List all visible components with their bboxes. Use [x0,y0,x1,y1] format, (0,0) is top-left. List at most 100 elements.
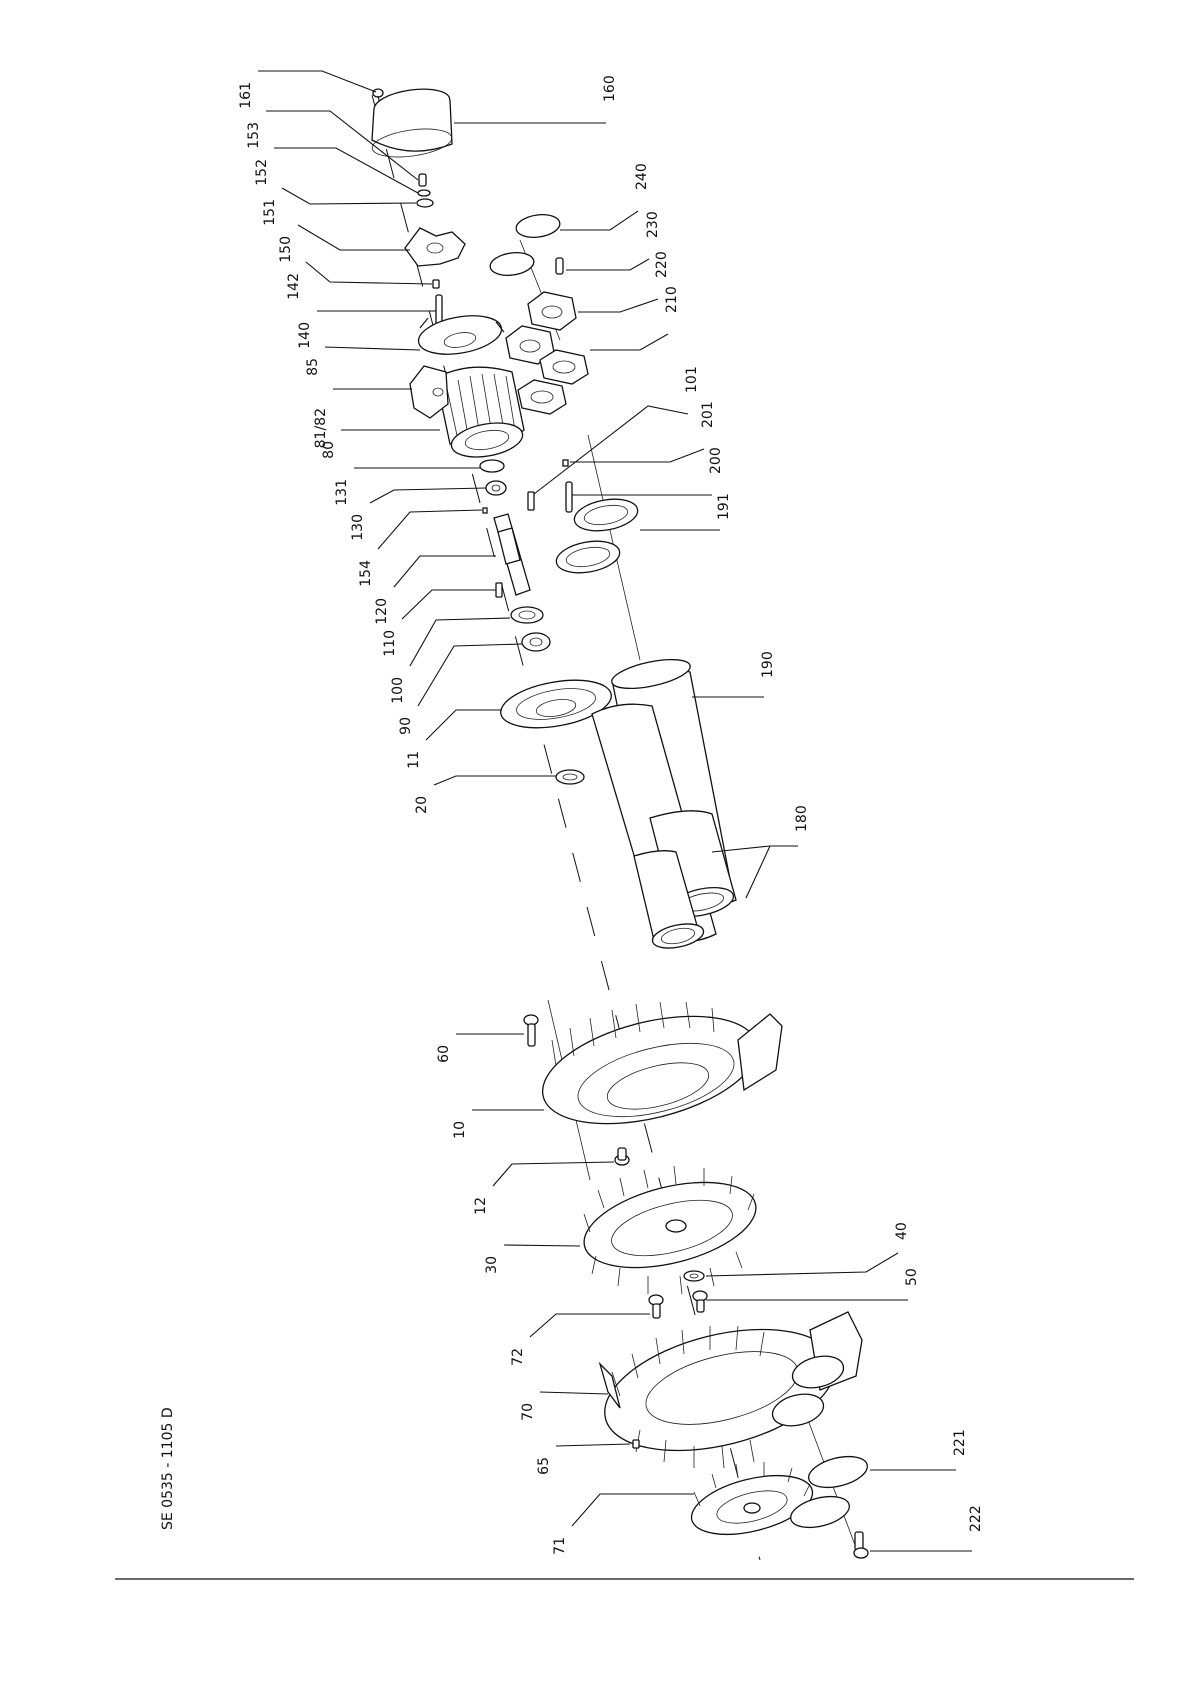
callout-222: 222 [870,1505,984,1551]
callout-leader-line [560,211,638,230]
callout-leader-line [540,1392,608,1394]
callout-110: 110 [382,590,496,657]
callout-160: 160 [454,75,618,123]
callout-label: 85 [305,358,321,376]
callout-label: 50 [904,1268,920,1286]
callout-label: 152 [254,159,270,186]
callout-label: 110 [382,630,398,657]
part-12-plug [615,1148,629,1165]
callout-150: 150 [278,225,410,263]
part-71-second-impeller [686,1462,819,1545]
callout-leader-line [370,488,486,503]
callout-200: 200 [572,447,724,495]
callout-leader-line [590,334,668,350]
part-50-screw [693,1291,707,1312]
callout-12: 12 [473,1162,614,1215]
callout-label: 20 [414,796,430,814]
callout-label: 220 [654,251,670,278]
callout-label: 140 [297,322,313,349]
callout-leader-line [534,406,688,494]
callout-leader-line [556,1444,630,1446]
callout-10: 10 [452,1110,544,1139]
callout-220: 220 [578,251,670,312]
callout-20: 20 [414,776,556,814]
callout-85: 85 [305,347,420,376]
callout-130: 130 [350,488,486,541]
callout-label: 60 [436,1045,452,1063]
part-101-screw [528,492,534,510]
callout-label: 12 [473,1197,489,1215]
callout-leader-line [493,1162,614,1186]
callout-label: 72 [510,1348,526,1366]
callout-leader-line [426,710,502,740]
part-222-screw [854,1532,868,1558]
part-240-cover [489,212,562,278]
callout-161: 161 [238,71,376,109]
callout-leader-line [274,148,418,193]
callout-label: 190 [760,651,776,678]
callout-leader-line [325,347,420,350]
callout-label: 40 [894,1222,910,1240]
callout-label: 222 [968,1505,984,1532]
callout-label: 191 [716,493,732,520]
part-153-152-151-fasteners [417,174,433,207]
callout-leader-line [402,590,496,619]
callout-leader-line [504,1245,580,1246]
callout-label: 65 [536,1457,552,1475]
callout-label: 10 [452,1121,468,1139]
callout-leader-line [746,846,798,898]
callout-label: 160 [602,75,618,102]
callout-80: 80 [321,430,440,459]
callout-leader-line [394,556,496,587]
callout-191: 191 [640,493,732,530]
callout-90: 90 [398,644,522,735]
part-72-screw [649,1295,663,1318]
part-85-end-shield [416,310,505,360]
callout-140: 140 [297,311,436,349]
callout-label: 200 [708,447,724,474]
callout-190: 190 [692,651,776,697]
part-40-washer [684,1271,704,1281]
callout-240: 240 [560,163,650,230]
part-131-130-154-bearing [480,460,506,513]
callout-leader-line [572,1494,694,1526]
part-60-screw [524,1015,538,1046]
callout-210: 210 [590,286,680,350]
callout-leader-line [410,618,510,666]
callout-131: 131 [334,468,480,506]
callout-label: 230 [645,211,661,238]
callout-152: 152 [254,148,418,193]
callout-label: 30 [484,1256,500,1274]
document-title: SE 0535 - 1105 D [160,1407,176,1530]
callout-151: 151 [262,188,416,226]
callout-230: 230 [566,211,661,270]
callout-leader-line [298,225,410,250]
callout-label: 70 [520,1403,536,1421]
callout-70: 70 [520,1392,608,1421]
callout-label: 101 [684,366,700,393]
callout-leader-line [706,1253,898,1276]
callout-label: 210 [664,286,680,313]
callout-leader-line [306,262,432,284]
part-80-motor-housing [436,367,525,462]
callout-60: 60 [436,1034,524,1063]
callout-leader-line [566,259,649,270]
callout-label: 161 [238,82,254,109]
callout-label: 11 [406,751,422,769]
callout-label: 120 [374,598,390,625]
callout-label: 131 [334,479,350,506]
callout-label: 153 [246,122,262,149]
callout-label: 100 [390,677,406,704]
callout-label: 154 [358,560,374,587]
callout-leader-line [258,71,376,92]
callout-leader-line [434,776,556,785]
callout-221: 221 [870,1429,968,1470]
callout-layer: 1611531521511501421408581/82801311301541… [238,71,984,1555]
callout-11: 11 [406,710,502,769]
callout-label: 201 [700,401,716,428]
callout-label: 240 [634,163,650,190]
callout-leader-line [578,299,658,312]
callout-label: 151 [262,199,278,226]
